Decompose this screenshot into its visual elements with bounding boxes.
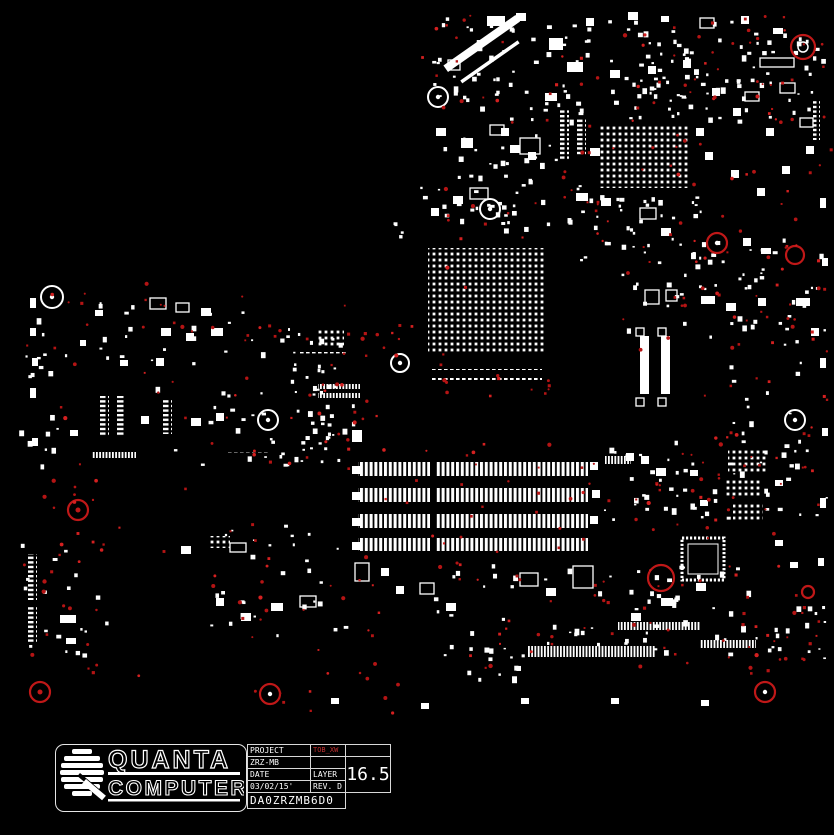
- quanta-logo-art: QUANTA COMPUTER: [60, 745, 246, 802]
- project-label: PROJECT: [248, 745, 311, 757]
- qfp-chip: [680, 536, 726, 582]
- diagonal-connector: [443, 14, 521, 84]
- brand-underline-1: [108, 772, 240, 775]
- component-outlines: [149, 17, 814, 608]
- spare-cell: [346, 745, 391, 757]
- spare-cell: [311, 757, 346, 769]
- spare-cell: [346, 793, 391, 809]
- component-pads: [19, 12, 828, 709]
- quanta-logo-mark: [60, 749, 106, 801]
- brand-underline-2: [108, 799, 240, 802]
- reference-markings: [22, 14, 833, 715]
- brand-quanta: QUANTA: [108, 746, 231, 774]
- scale-value: 16.5: [346, 757, 391, 793]
- mounting-holes: [28, 33, 817, 706]
- project-value: ZRZ-MB: [248, 757, 311, 769]
- quanta-logo: QUANTA COMPUTER: [55, 744, 247, 812]
- board-number: DA0ZRZMB6D0: [248, 793, 346, 809]
- date-value: 03/02/15': [248, 781, 311, 793]
- brand-computer: COMPUTER: [108, 777, 244, 800]
- rev-label: REV. D: [311, 781, 346, 793]
- view-tag: TOB_XW: [311, 745, 346, 757]
- title-block-table: PROJECT TOB_XW ZRZ-MB 16.5 DATE LAYER 03…: [247, 744, 391, 809]
- layer-label: LAYER: [311, 769, 346, 781]
- title-block: QUANTA COMPUTER PROJECT TOB_XW ZRZ-MB 16…: [55, 744, 400, 814]
- date-label: DATE: [248, 769, 311, 781]
